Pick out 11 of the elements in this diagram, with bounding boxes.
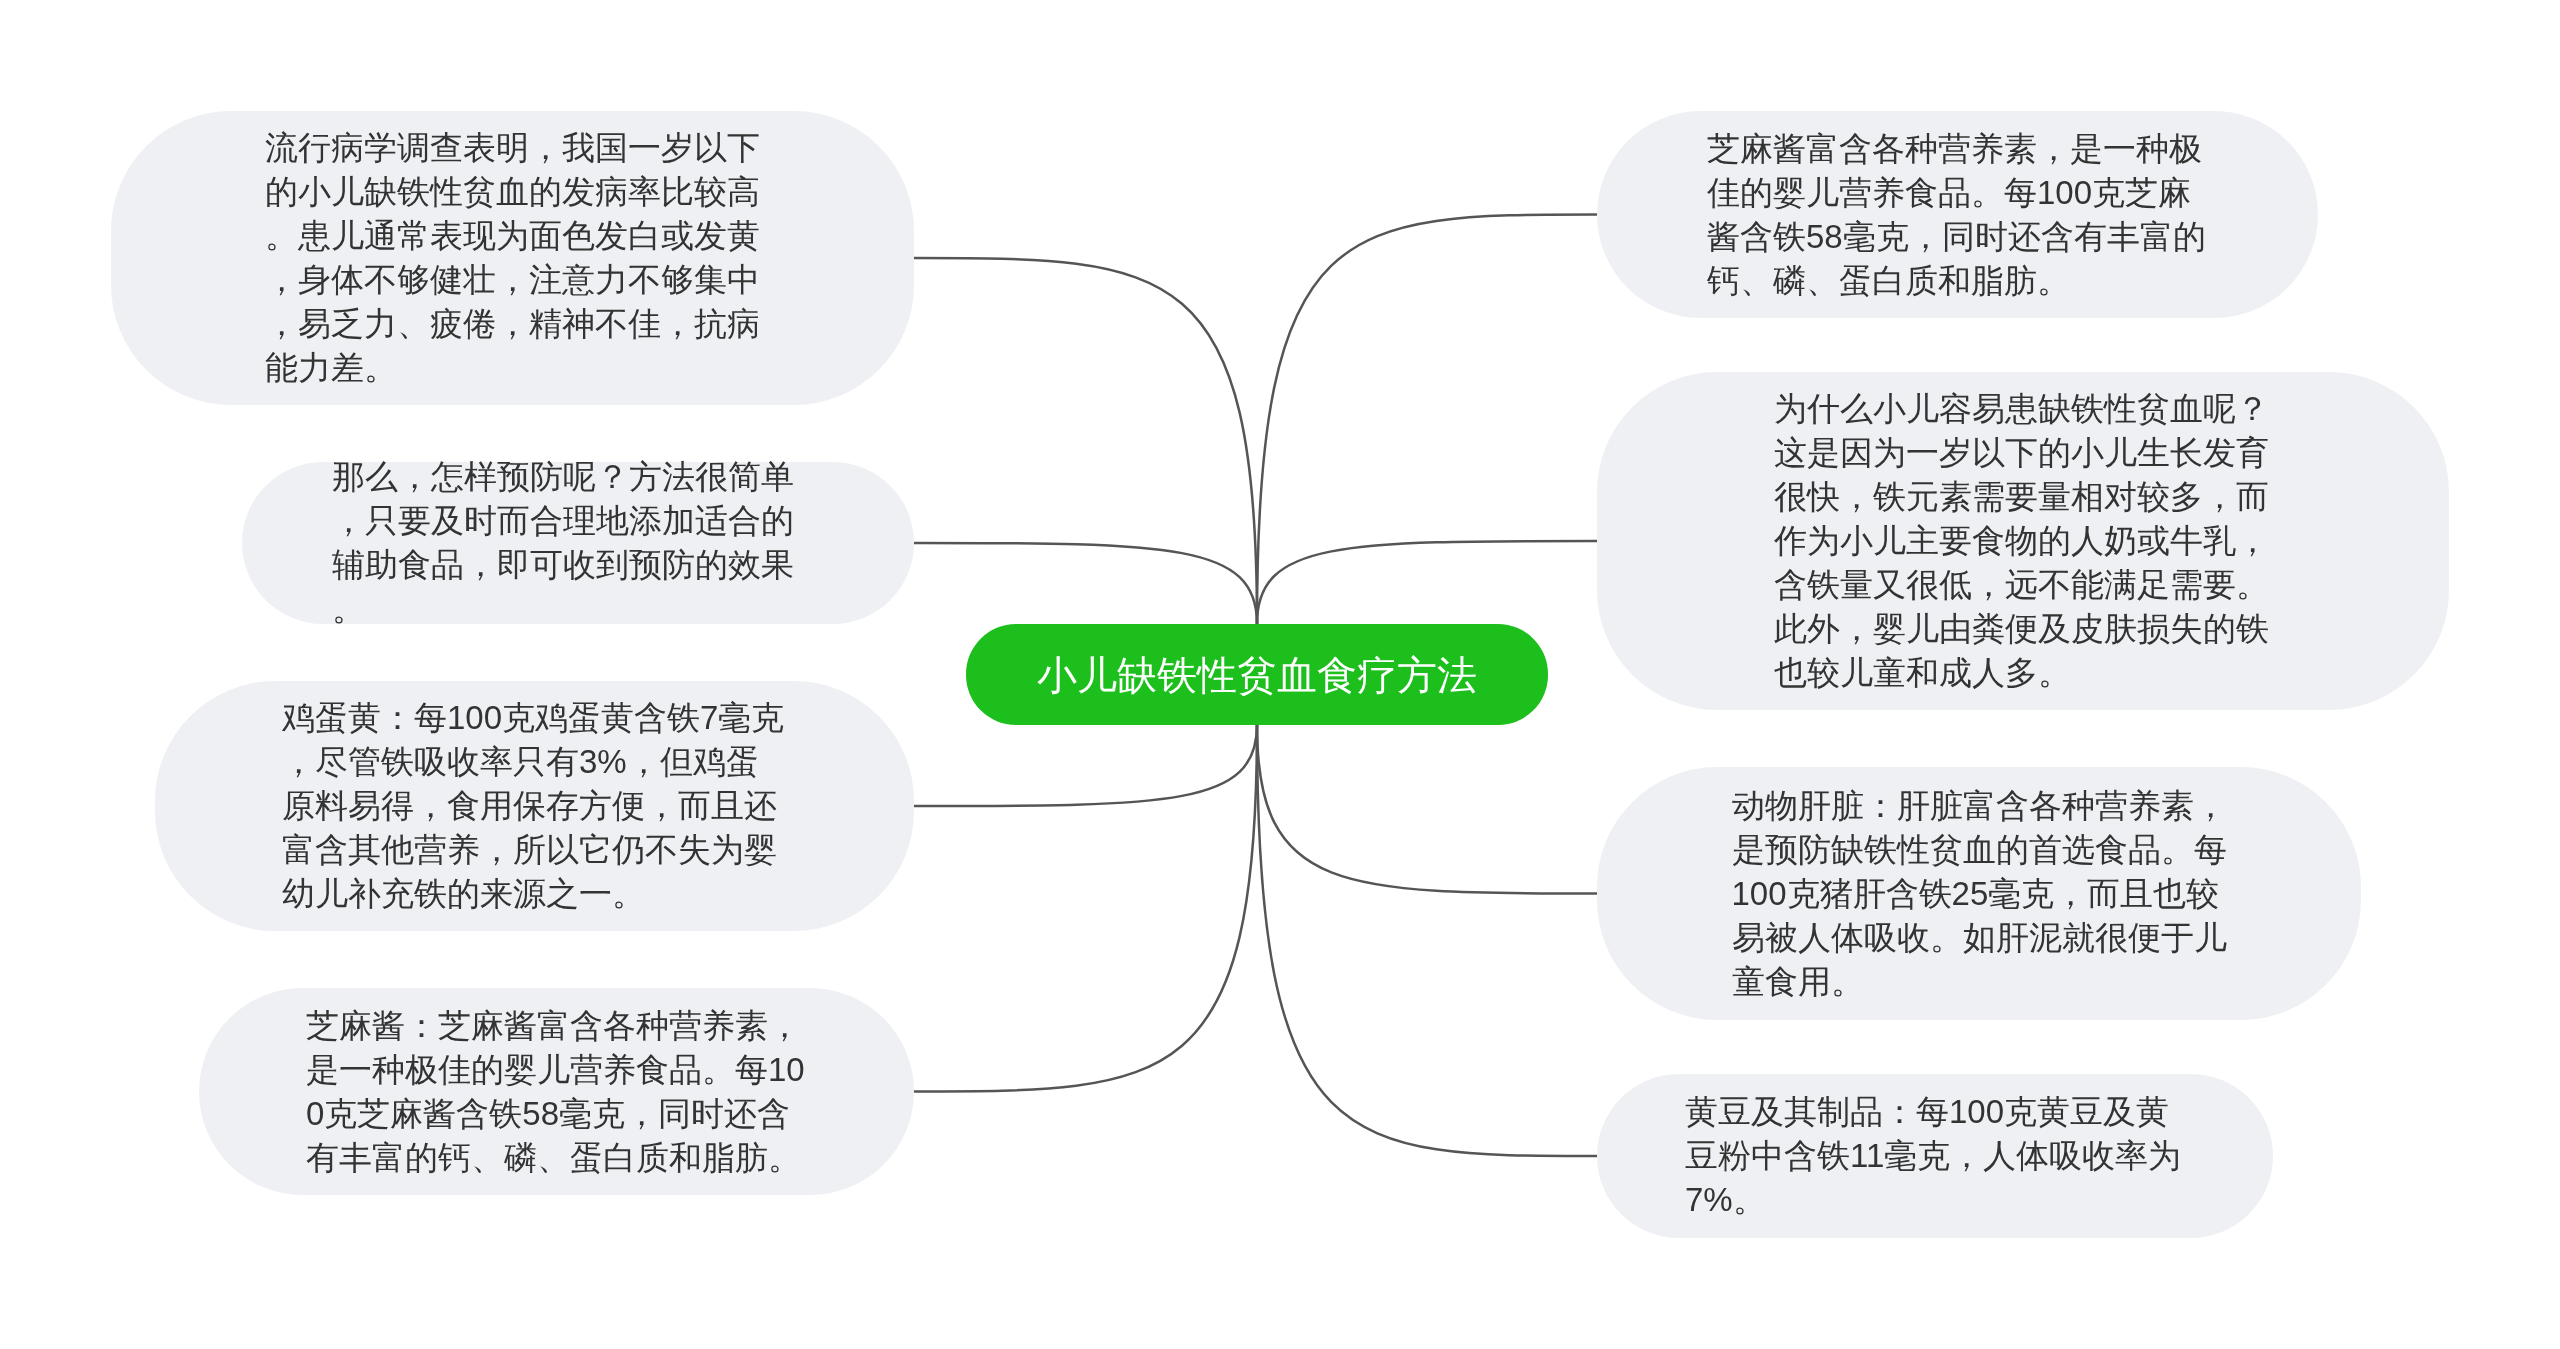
topic-text: 鸡蛋黄：每100克鸡蛋黄含铁7毫克，尽管铁吸收率只有3%，但鸡蛋原料易得，食用保存方便，而且还富含其他营养，所以它仍不失为婴幼儿补充铁的来源之一。: [282, 698, 786, 914]
central-topic-text: 小儿缺铁性贫血食疗方法: [1037, 652, 1477, 697]
topic-text: 动物肝脏：肝脏富含各种营养素，是预防缺铁性贫血的首选食品。每100克猪肝含铁25毫克，而且也较易被人体吸收。如肝泥就很便于儿童食用。: [1731, 785, 2227, 1002]
connector-line: [1255, 539, 1597, 625]
topic-text: 为什么小儿容易患缺铁性贫血呢？这是因为一岁以下的小儿生长发育很快，铁元素需要量相对较多，而作为小儿主要食物的人奶或牛乳，含铁量又很低，远不能满足需要。此外，婴儿由粪便及皮肤损失的铁也较儿童和成人多。: [1774, 389, 2270, 693]
topic-text: 那么，怎样预防呢？方法很简单，只要及时而合理地添加适合的辅助食品，即可收到预防的效果。: [331, 457, 795, 629]
topic-text: 芝麻酱：芝麻酱富含各种营养素，是一种极佳的婴儿营养食品。每100克芝麻酱含铁58毫克，同时还含有丰富的钙、磷、蛋白质和脂肪。: [306, 1005, 806, 1178]
topic-text: 黄豆及其制品：每100克黄豆及黄豆粉中含铁11毫克，人体吸收率为7%。: [1685, 1092, 2183, 1220]
topic-text: 芝麻酱富含各种营养素，是一种极佳的婴儿营养食品。每100克芝麻酱含铁58毫克，同时还含有丰富的钙、磷、蛋白质和脂肪。: [1707, 128, 2207, 301]
connector-line: [1255, 724, 1597, 1158]
topic-text: 流行病学调查表明，我国一岁以下的小儿缺铁性贫血的发病率比较高。患儿通常表现为面色发白或发黄，身体不够健壮，注意力不够集中，易乏力、疲倦，精神不佳，抗病能力差。: [264, 128, 761, 388]
